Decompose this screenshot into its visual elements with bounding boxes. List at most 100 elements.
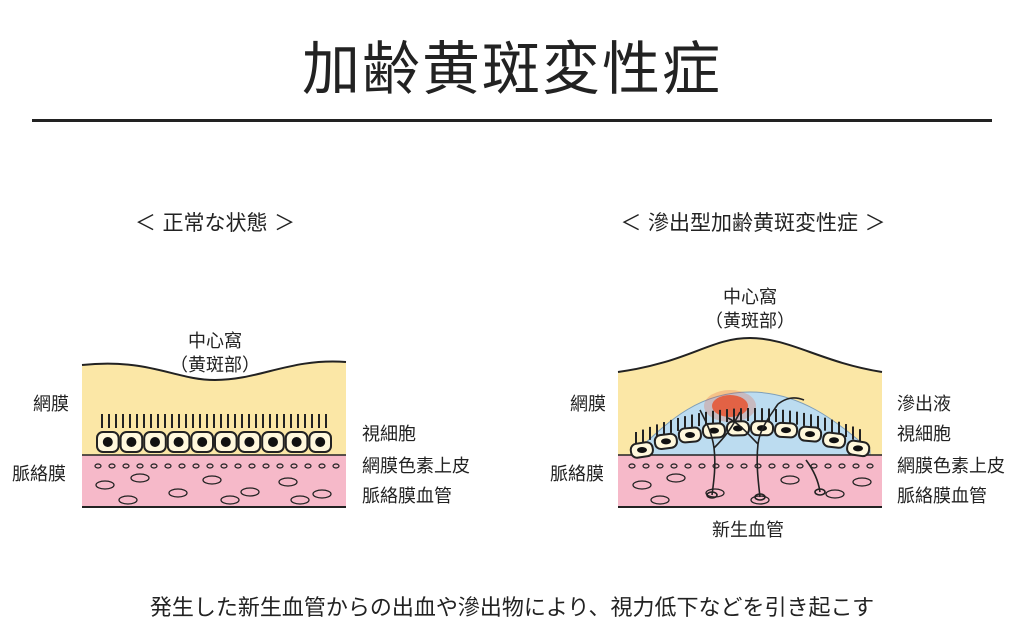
- choroid-vessel: [632, 480, 652, 490]
- small-vessel: [768, 463, 776, 469]
- choroid-vessel: [650, 495, 670, 505]
- small-vessel: [248, 463, 256, 469]
- small-vessel: [670, 463, 678, 469]
- choroid-vessel: [780, 475, 800, 485]
- rpe-nucleus: [853, 445, 863, 452]
- small-vessel: [136, 463, 144, 469]
- small-vessel: [150, 463, 158, 469]
- right-fovea-line2: （黄斑部）: [705, 311, 795, 332]
- small-vessel: [656, 463, 664, 469]
- small-vessel: [304, 463, 312, 469]
- right-panel-heading: ＜ 滲出型加齢黄斑変性症 ＞: [620, 211, 886, 235]
- right-rpe-cells: [629, 420, 871, 459]
- small-vessel: [824, 463, 832, 469]
- left-rpe-cells: [96, 431, 332, 453]
- left-choroid-vessels: [95, 473, 332, 505]
- small-vessel: [318, 463, 326, 469]
- neovessels: [699, 397, 826, 501]
- rpe-nucleus: [829, 437, 839, 444]
- rpe-nucleus: [173, 437, 184, 447]
- small-vessel: [262, 463, 270, 469]
- neovessel-branch: [713, 411, 741, 449]
- choroid-vessel: [130, 473, 150, 483]
- right-label-retina: 網膜: [570, 394, 606, 415]
- page-title: 加齢黄斑変性症: [301, 35, 722, 103]
- small-vessel: [726, 463, 734, 469]
- rpe-nucleus: [637, 446, 647, 453]
- small-vessel: [852, 463, 860, 469]
- right-photoreceptor-rods: [635, 408, 861, 445]
- right-fovea-label: 中心窩 （黄斑部）: [700, 286, 800, 334]
- right-label-exudate: 滲出液: [897, 394, 951, 415]
- small-vessel: [276, 463, 284, 469]
- choroid-vessel: [666, 473, 686, 483]
- title-divider: [32, 119, 992, 122]
- rpe-nucleus: [126, 437, 137, 447]
- choroid-vessel: [278, 477, 298, 487]
- footer-caption: 発生した新生血管からの出血や滲出物により、視力低下などを引き起こす: [149, 596, 875, 621]
- small-vessel: [206, 463, 214, 469]
- right-choroid-vessels: [632, 473, 872, 505]
- left-label-choroid: 脈絡膜: [12, 464, 66, 485]
- right-label-rpe: 網膜色素上皮: [897, 456, 1005, 477]
- rpe-nucleus: [220, 437, 231, 447]
- rpe-nucleus: [685, 431, 695, 438]
- choroid-vessel: [95, 480, 115, 490]
- small-vessel: [796, 463, 804, 469]
- small-vessel: [684, 463, 692, 469]
- small-vessel: [740, 463, 748, 469]
- choroid-vessel: [312, 489, 332, 499]
- small-vessel: [290, 463, 298, 469]
- left-fovea-line2: （黄斑部）: [170, 355, 260, 376]
- choroid-vessel: [168, 488, 188, 498]
- rpe-nucleus: [291, 437, 302, 447]
- choroid-vessel: [118, 495, 138, 505]
- small-vessel: [178, 463, 186, 469]
- neovessel-root: [814, 488, 826, 496]
- neovessel-branch: [777, 397, 805, 405]
- left-choroid-small-vessels: [94, 463, 340, 469]
- left-panel-heading: ＜ 正常な状態 ＞: [134, 211, 296, 235]
- rpe-nucleus: [197, 437, 208, 447]
- choroid-vessel: [240, 487, 260, 497]
- choroid-vessel: [290, 495, 310, 505]
- rpe-nucleus: [315, 437, 326, 447]
- left-label-vessel: 脈絡膜血管: [362, 486, 452, 507]
- rpe-nucleus: [102, 437, 113, 447]
- neovessel-branch: [727, 417, 759, 445]
- small-vessel: [94, 463, 102, 469]
- small-vessel: [234, 463, 242, 469]
- small-vessel: [164, 463, 172, 469]
- right-label-neovessel: 新生血管: [712, 520, 784, 541]
- rpe-nucleus: [781, 427, 791, 434]
- right-label-vessel: 脈絡膜血管: [897, 486, 987, 507]
- right-fovea-line1: 中心窩: [723, 287, 777, 308]
- rpe-nucleus: [244, 437, 255, 447]
- rpe-nucleus: [709, 427, 719, 434]
- neovessel-root: [754, 493, 766, 501]
- choroid-vessel: [220, 495, 240, 505]
- left-label-rpe: 網膜色素上皮: [362, 456, 470, 477]
- neovessel-root: [706, 491, 718, 499]
- right-label-choroid: 脈絡膜: [550, 464, 604, 485]
- small-vessel: [332, 463, 340, 469]
- small-vessel: [108, 463, 116, 469]
- small-vessel: [698, 463, 706, 469]
- small-vessel: [628, 463, 636, 469]
- small-vessel: [866, 463, 874, 469]
- small-vessel: [220, 463, 228, 469]
- rpe-nucleus: [268, 437, 278, 447]
- rpe-nucleus: [661, 438, 671, 445]
- choroid-vessel: [852, 477, 872, 487]
- hemorrhage-halo: [704, 390, 756, 422]
- choroid-vessel: [825, 489, 845, 499]
- small-vessel: [838, 463, 846, 469]
- small-vessel: [642, 463, 650, 469]
- left-label-photoreceptor: 視細胞: [362, 424, 416, 445]
- rpe-nucleus: [805, 431, 815, 438]
- left-fovea-label: 中心窩 （黄斑部）: [165, 330, 265, 378]
- rpe-nucleus: [150, 437, 160, 447]
- right-choroid-layer: [618, 455, 882, 507]
